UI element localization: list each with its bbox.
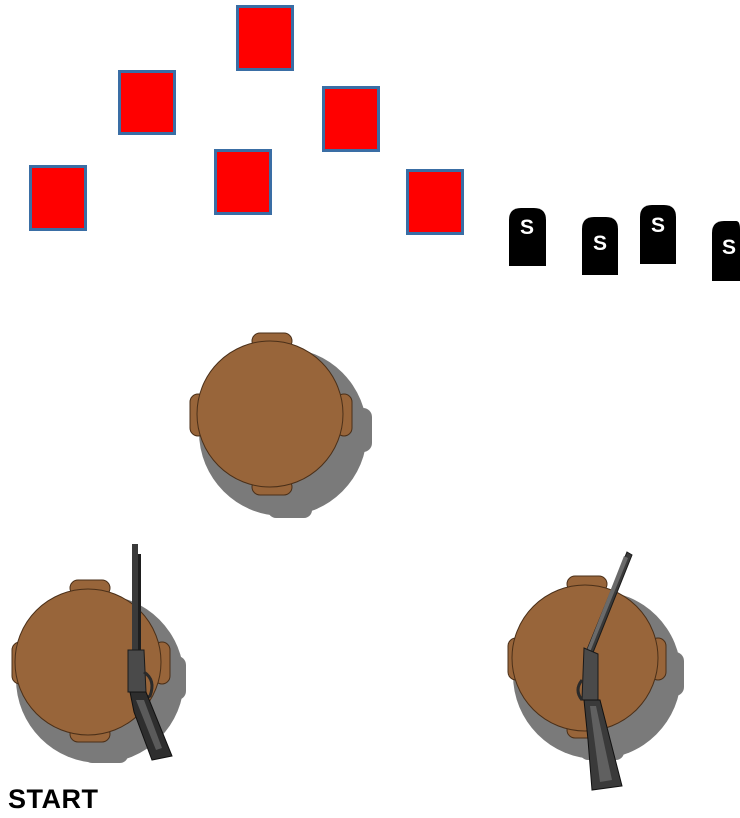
paper-targets <box>31 7 463 234</box>
start-label: START <box>8 784 99 815</box>
paper-target-1 <box>238 7 293 70</box>
steel-plate-letter-3: S <box>651 214 665 237</box>
steel-plate-letter-1: S <box>520 216 534 239</box>
steel-plate-3: S <box>640 205 676 264</box>
paper-target-2 <box>120 72 175 134</box>
steel-plates: S S S S <box>509 205 740 281</box>
steel-plate-1: S <box>509 208 546 266</box>
steel-plate-4: S <box>712 221 740 281</box>
table-center <box>190 333 372 518</box>
paper-target-6 <box>408 171 463 234</box>
steel-plate-2: S <box>582 217 618 275</box>
steel-plate-letter-2: S <box>593 232 607 255</box>
paper-target-4 <box>216 151 271 214</box>
steel-plate-letter-4: S <box>722 236 736 259</box>
table-top <box>197 341 343 487</box>
paper-target-3 <box>324 88 379 151</box>
paper-target-5 <box>31 167 86 230</box>
